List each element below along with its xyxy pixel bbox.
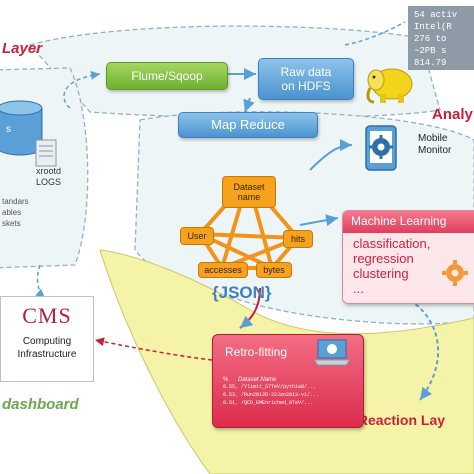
analysis-layer-title: Analy [432, 106, 473, 123]
user-node: User [180, 227, 214, 245]
retro-row: 0.55, /Ylimit_S7TeV/pythia8/... [223, 384, 317, 390]
node-label: User [187, 231, 207, 241]
dashboard-logo: dashboard [2, 396, 79, 413]
map-reduce-label: Map Reduce [211, 117, 285, 132]
raw-data-label: on HDFS [281, 79, 331, 93]
machine-learning-title: Machine Learning [343, 211, 474, 233]
node-label: accesses [204, 265, 242, 275]
accesses-node: accesses [198, 262, 248, 278]
retro-row: 0.53, /Run2012D-22Jan2013-v1/... [223, 392, 320, 398]
ml-item: classification, [353, 236, 431, 251]
raw-data-hdfs-box: Raw data on HDFS [258, 58, 354, 100]
info-line: Intel(R [414, 22, 452, 32]
flume-sqoop-label: Flume/Sqoop [131, 69, 203, 83]
note-line: skets [2, 219, 21, 228]
dataset-name-node: Dataset name [222, 176, 276, 208]
mobile-monitor-line: Monitor [418, 145, 452, 156]
data-layer-title: Layer [2, 40, 43, 57]
retro-header-pct: % [223, 377, 229, 383]
node-label: hits [290, 234, 305, 244]
retro-row: 0.51, /QCD_EMEnriched_8TeV/... [223, 400, 314, 406]
retro-fitting-title: Retro-fitting [225, 345, 288, 359]
cms-subtitle: Infrastructure [17, 349, 77, 360]
info-line: 814.79 [414, 58, 447, 68]
cms-logo: CMS [22, 303, 72, 328]
left-notes: tandars ables skets [2, 196, 29, 229]
ml-item: ... [353, 281, 364, 296]
ml-item: regression [353, 251, 414, 266]
laptop-icon [312, 339, 352, 366]
mobile-monitor-line: Mobile [418, 133, 448, 144]
node-label: name [237, 192, 261, 202]
mobile-monitor-label: Mobile Monitor [418, 133, 451, 157]
note-line: ables [2, 208, 22, 217]
node-label: bytes [263, 265, 285, 275]
json-label: {JSON} [212, 283, 272, 302]
xrootd-line: LOGS [36, 177, 62, 187]
hadoop-elephant-icon [366, 68, 413, 104]
info-line: 54 activ [414, 10, 458, 20]
cms-infrastructure-box: CMS Computing Infrastructure [0, 296, 94, 382]
info-line: ~2PB s [414, 46, 447, 56]
flume-sqoop-box: Flume/Sqoop [106, 62, 228, 90]
xrootd-logs-label: xrootd LOGS [36, 166, 61, 188]
xrootd-line: xrootd [36, 166, 62, 176]
map-reduce-box: Map Reduce [178, 112, 318, 138]
cms-subtitle: Computing [22, 336, 72, 347]
gear-icon [442, 260, 468, 286]
retro-header-name: Dataset Name [238, 377, 277, 383]
mobile-gear-icon [365, 125, 397, 171]
hits-node: hits [283, 230, 313, 248]
ml-item: clustering [353, 266, 409, 281]
node-label: Dataset [233, 182, 265, 192]
raw-data-label: Raw data [280, 65, 332, 79]
database-label: s [6, 124, 11, 135]
cluster-info-box: 54 activ Intel(R 276 to ~2PB s 814.79 [408, 6, 474, 70]
info-line: 276 to [414, 34, 447, 44]
logs-document-icon [35, 139, 57, 167]
bytes-node: bytes [256, 262, 292, 278]
machine-learning-box: Machine Learning classification, regress… [342, 210, 474, 304]
note-line: tandars [2, 197, 29, 206]
database-icon [0, 100, 43, 156]
